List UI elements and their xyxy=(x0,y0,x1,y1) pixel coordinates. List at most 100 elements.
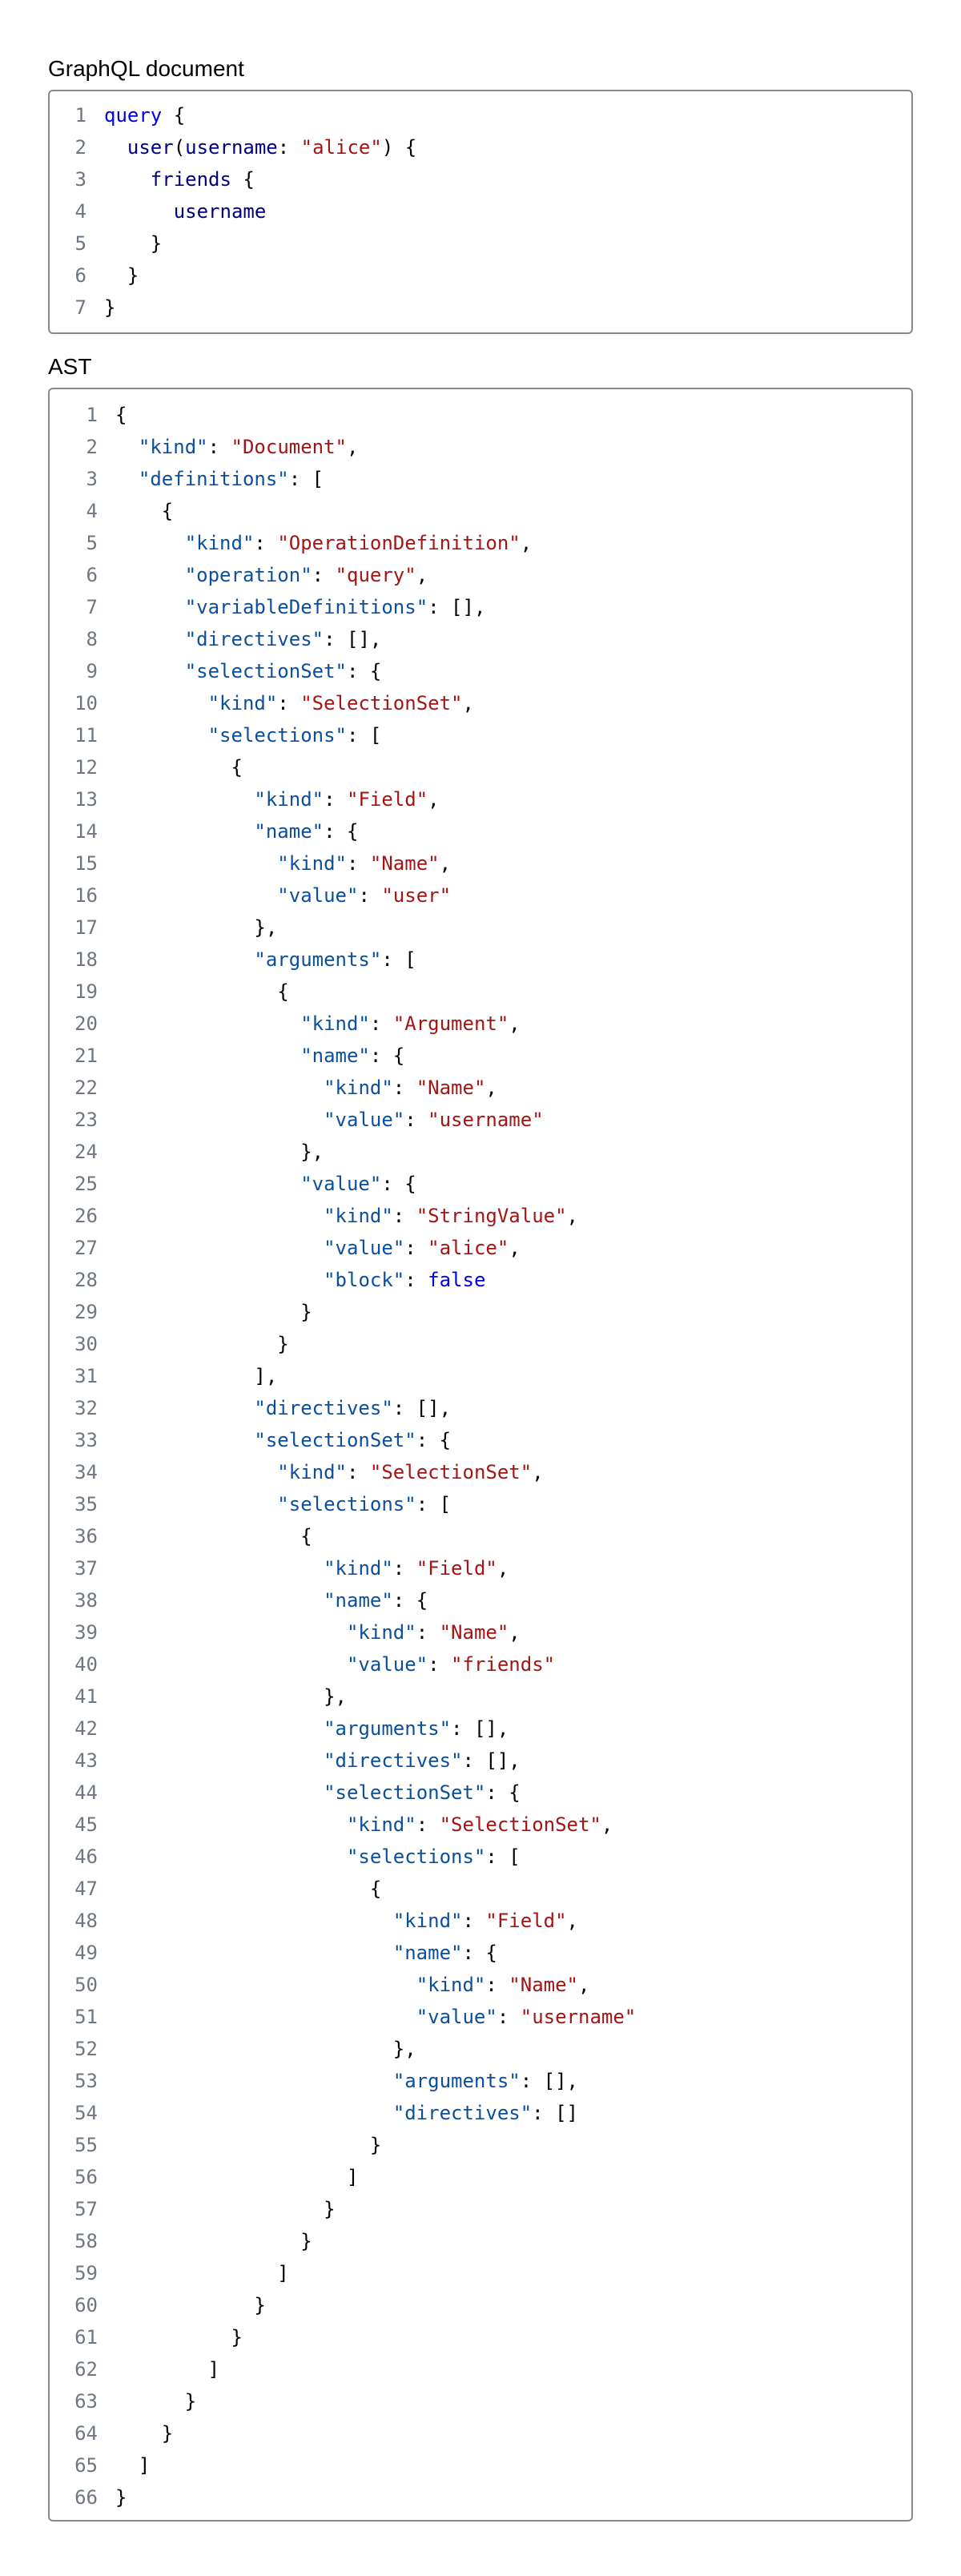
code-token: : xyxy=(254,532,278,554)
code-text: } xyxy=(115,2193,336,2225)
code-line: 34 "kind": "SelectionSet", xyxy=(50,1456,911,1488)
code-text: "kind": "Argument", xyxy=(115,1008,521,1040)
code-text: "selections": [ xyxy=(115,719,382,751)
code-token: , xyxy=(509,1621,521,1644)
code-line: 4 username xyxy=(50,195,911,227)
code-token: { xyxy=(115,500,174,522)
code-token: "selectionSet" xyxy=(324,1781,486,1804)
code-line: 5 } xyxy=(50,227,911,260)
code-token: { xyxy=(115,404,127,426)
code-token: "kind" xyxy=(138,436,208,458)
code-line: 4 { xyxy=(50,495,911,527)
code-token: "Name" xyxy=(439,1621,509,1644)
line-number: 9 xyxy=(86,660,98,682)
code-token: "SelectionSet" xyxy=(300,692,463,714)
code-token: : [], xyxy=(324,628,382,650)
code-token: : xyxy=(358,884,382,907)
line-number: 20 xyxy=(74,1012,98,1035)
line-number: 49 xyxy=(74,1942,98,1964)
code-token: : xyxy=(392,1077,416,1099)
code-token xyxy=(115,852,277,875)
code-token xyxy=(115,596,185,618)
code-token: "selections" xyxy=(346,1845,486,1868)
code-token: : { xyxy=(485,1781,521,1804)
code-token: : [], xyxy=(462,1749,521,1772)
code-token: user xyxy=(127,136,174,159)
code-token: "kind" xyxy=(207,692,278,714)
code-text: "variableDefinitions": [], xyxy=(115,591,486,623)
code-token xyxy=(115,1269,324,1291)
line-number: 63 xyxy=(74,2390,98,2413)
code-token: : xyxy=(347,852,370,875)
line-number: 10 xyxy=(74,692,98,714)
ast-editor[interactable]: 1{2 "kind": "Document",3 "definitions": … xyxy=(48,388,913,2522)
line-number: 6 xyxy=(86,564,98,586)
code-token: "Field" xyxy=(485,1910,567,1932)
line-number: 35 xyxy=(74,1493,98,1515)
code-line: 19 { xyxy=(50,976,911,1008)
line-number: 59 xyxy=(74,2262,98,2284)
code-token: { xyxy=(231,168,255,191)
code-line: 13 "kind": "Field", xyxy=(50,783,911,815)
code-line: 2 "kind": "Document", xyxy=(50,431,911,463)
line-number: 65 xyxy=(74,2454,98,2477)
code-line: 46 "selections": [ xyxy=(50,1841,911,1873)
line-number: 33 xyxy=(74,1429,98,1451)
code-line: 61 } xyxy=(50,2321,911,2353)
code-token: : xyxy=(392,1557,416,1580)
line-number: 13 xyxy=(74,788,98,811)
line-number: 25 xyxy=(74,1173,98,1195)
code-line: 54 "directives": [] xyxy=(50,2097,911,2129)
code-token: "friends" xyxy=(451,1653,556,1676)
code-token: ] xyxy=(115,2166,359,2188)
code-line: 3 friends { xyxy=(50,163,911,195)
code-text: "selectionSet": { xyxy=(115,1424,451,1456)
code-text: ] xyxy=(115,2353,219,2385)
line-number: 48 xyxy=(74,1910,98,1932)
code-token: "arguments" xyxy=(254,948,382,971)
code-token: "username" xyxy=(520,2006,637,2028)
code-token xyxy=(104,168,151,191)
code-token xyxy=(115,1109,324,1131)
code-token xyxy=(115,724,208,747)
code-token: } xyxy=(115,2326,243,2349)
code-text: { xyxy=(115,399,127,431)
code-line: 33 "selectionSet": { xyxy=(50,1424,911,1456)
code-token xyxy=(115,820,254,843)
line-number: 17 xyxy=(74,916,98,939)
code-text: { xyxy=(115,976,288,1008)
code-line: 7 "variableDefinitions": [], xyxy=(50,591,911,623)
code-token xyxy=(115,436,139,458)
code-line: 36 { xyxy=(50,1520,911,1552)
code-token xyxy=(115,1621,347,1644)
code-line: 6 } xyxy=(50,260,911,292)
code-token: "kind" xyxy=(324,1205,393,1227)
code-token xyxy=(115,788,254,811)
code-token xyxy=(115,1781,324,1804)
line-number: 44 xyxy=(74,1781,98,1804)
code-token xyxy=(115,2102,393,2124)
code-text: ], xyxy=(115,1360,277,1392)
code-token: "kind" xyxy=(300,1012,370,1035)
code-token: : xyxy=(428,1653,452,1676)
code-text: { xyxy=(115,495,173,527)
line-number: 39 xyxy=(74,1621,98,1644)
code-token: : xyxy=(497,2006,521,2028)
line-number: 45 xyxy=(74,1813,98,1836)
code-line: 31 ], xyxy=(50,1360,911,1392)
code-token: "kind" xyxy=(184,532,255,554)
code-text: "kind": "Field", xyxy=(115,1552,509,1584)
code-token xyxy=(115,1717,324,1740)
code-token: , xyxy=(462,692,474,714)
code-line: 27 "value": "alice", xyxy=(50,1232,911,1264)
code-token: } xyxy=(115,2198,336,2220)
code-token: : [ xyxy=(485,1845,521,1868)
code-token: } xyxy=(115,2294,266,2316)
code-token: "query" xyxy=(335,564,416,586)
code-token xyxy=(115,628,185,650)
line-number: 58 xyxy=(74,2230,98,2252)
code-token: username xyxy=(173,200,267,223)
code-text: "selectionSet": { xyxy=(115,1777,521,1809)
